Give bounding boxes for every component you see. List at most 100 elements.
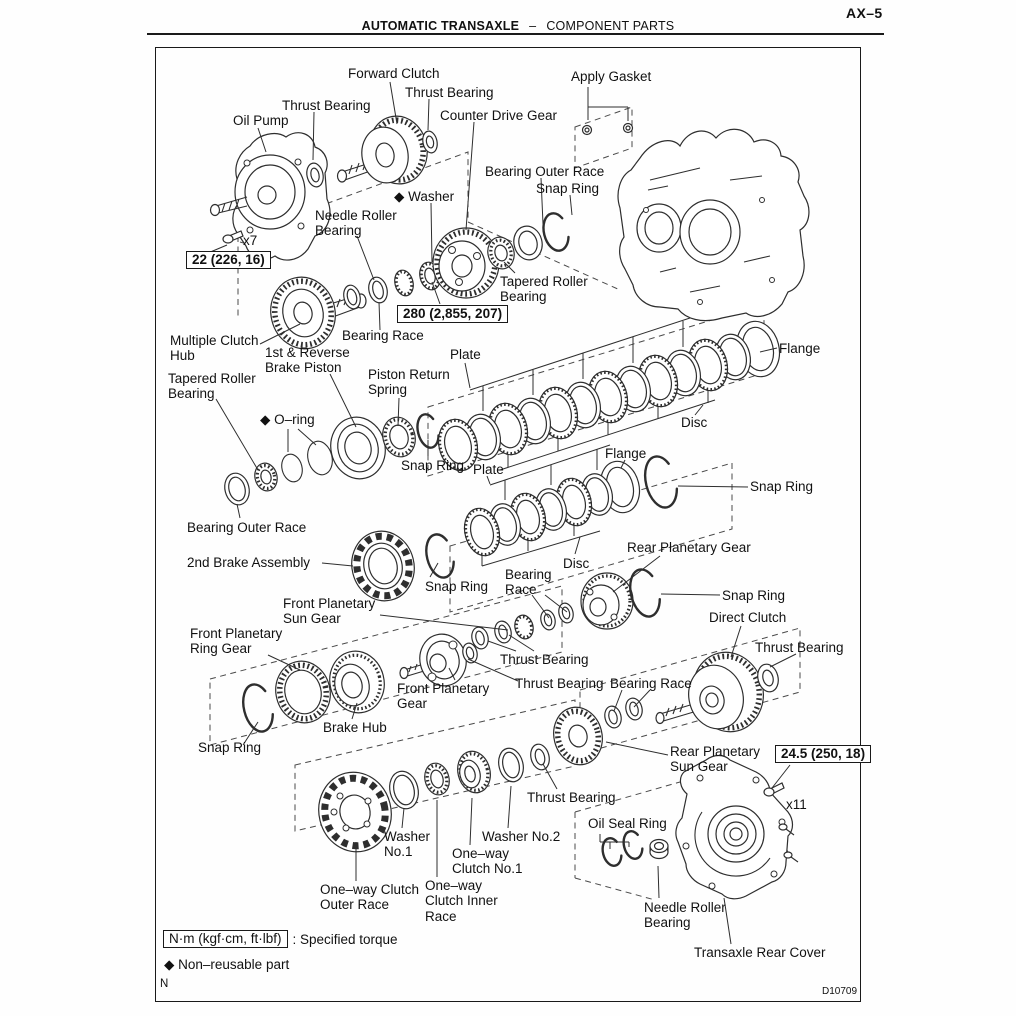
thrust-bearing-ring-bottom (530, 743, 550, 771)
part-label: Front Planetary Ring Gear (190, 626, 283, 657)
part-label: x7 (243, 233, 258, 248)
header-subtitle: COMPONENT PARTS (546, 19, 675, 33)
part-label: Flange (605, 446, 647, 461)
part-label: Brake Hub (323, 720, 387, 735)
clutch-ring (537, 386, 579, 440)
part-label: Thrust Bearing (515, 676, 604, 691)
part-label: Flange (779, 341, 821, 356)
direct-clutch-drum (655, 651, 764, 733)
cover-bolt (763, 782, 785, 797)
part-label: Bearing Race (342, 328, 424, 343)
clutch-ring (637, 354, 679, 408)
part-label: Front Planetary Gear (397, 681, 490, 712)
part-label: Bearing Outer Race (485, 164, 605, 179)
part-label: Washer No.1 (384, 829, 431, 860)
torque-legend: N·m (kgf·cm, ft·lbf) : Specified torque (163, 930, 398, 948)
washer-no2-ring (498, 747, 524, 783)
part-label: Forward Clutch (348, 66, 440, 81)
part-label: Bearing Race (610, 676, 692, 691)
part-label: Needle Roller Bearing (644, 900, 726, 931)
rear-planetary-sun-gear (553, 706, 603, 766)
torque-unit-box: N·m (kgf·cm, ft·lbf) (163, 930, 288, 948)
diagram-frame (155, 47, 861, 1002)
part-label: Plate (473, 462, 504, 477)
part-label: Transaxle Rear Cover (694, 945, 826, 960)
part-label: Needle Roller Bearing (315, 208, 397, 239)
part-label: 1st & Reverse Brake Piston (265, 345, 350, 376)
non-reusable-legend: ◆ Non–reusable part (164, 957, 290, 972)
part-label: 2nd Brake Assembly (187, 555, 311, 570)
part-label: Direct Clutch (709, 610, 787, 625)
thrust-bearing-ring-right (757, 663, 779, 693)
part-label: ◆ O–ring (260, 412, 315, 427)
part-label: Rear Planetary Sun Gear (670, 744, 761, 775)
one-way-clutch-no1 (457, 750, 491, 794)
part-label: One–way Clutch Inner Race (425, 878, 498, 924)
part-label: Front Planetary Sun Gear (283, 596, 376, 627)
header-separator: – (529, 19, 537, 33)
part-label: Apply Gasket (571, 69, 652, 84)
part-label: Tapered Roller Bearing (168, 371, 256, 402)
needle-roller-bearing-small (649, 838, 669, 860)
part-label: Snap Ring (722, 588, 786, 603)
thrust-bearing-part-2 (422, 130, 438, 154)
part-label: Piston Return Spring (368, 367, 450, 398)
part-label: Snap Ring (750, 479, 814, 494)
tapered-roller-bearing-part-2 (254, 462, 278, 492)
part-label: Snap Ring (425, 579, 489, 594)
page-reference: AX–5 (846, 5, 883, 21)
torque-legend-text: : Specified torque (292, 931, 398, 947)
part-label: One–way Clutch Outer Race (320, 882, 420, 913)
part-label: Thrust Bearing (500, 652, 589, 667)
o-ring-parts (281, 440, 333, 483)
transaxle-rear-cover (675, 754, 794, 900)
oil-pump-bolt (222, 230, 244, 244)
doc-code: D10709 (822, 986, 858, 997)
bearing-outer-race-part-2 (224, 472, 250, 506)
part-label: Snap Ring (198, 740, 262, 755)
part-label: Plate (450, 347, 481, 362)
snap-ring-part-1 (542, 212, 570, 252)
part-label: ◆ Washer (394, 189, 455, 204)
part-label: Multiple Clutch Hub (170, 333, 259, 364)
needle-roller-bearing-ring (368, 276, 388, 304)
header-title: AUTOMATIC TRANSAXLE (361, 19, 520, 33)
snap-ring-part-4 (643, 455, 679, 509)
front-planetary-ring-gear (275, 660, 331, 724)
counter-drive-gear (432, 227, 500, 299)
tapered-roller-bearing-part-1 (487, 236, 515, 270)
part-label: Disc (563, 556, 590, 571)
part-label: One–way Clutch No.1 (452, 846, 523, 877)
part-label: Snap Ring (401, 458, 465, 473)
page-letter: N (160, 978, 169, 990)
part-label: Bearing Outer Race (187, 520, 307, 535)
one-way-clutch-outer-race (318, 771, 392, 853)
part-label: Oil Pump (233, 113, 289, 128)
clutch-ring (443, 425, 473, 465)
part-label: Counter Drive Gear (440, 108, 558, 123)
snap-ring-part-5 (629, 568, 661, 618)
rear-planetary-gear (580, 572, 634, 630)
part-label: Bearing Race (505, 567, 552, 598)
torque-spec-label: 22 (226, 16) (186, 251, 271, 270)
clutch-pack-row-2 (463, 460, 641, 557)
spline-washer (394, 269, 414, 297)
part-label: Thrust Bearing (527, 790, 616, 805)
part-label: Thrust Bearing (282, 98, 371, 113)
second-brake-assembly (351, 530, 415, 602)
part-label: Thrust Bearing (405, 85, 494, 100)
page-header: AUTOMATIC TRANSAXLE–COMPONENT PARTS (150, 19, 886, 33)
brake-hub-part (329, 650, 385, 714)
thrust-bearing-part-1 (306, 162, 324, 188)
one-way-clutch-inner-race (424, 762, 450, 796)
part-label: Washer No.2 (482, 829, 561, 844)
piston-return-spring-part (382, 416, 416, 458)
snap-ring-part-6 (242, 683, 274, 733)
clutch-ring (487, 402, 529, 456)
washer-no1-ring (389, 770, 419, 810)
header-rule (147, 33, 884, 35)
front-planetary-carrier (399, 633, 467, 687)
thrust-bearing-ring-mid (462, 642, 478, 664)
